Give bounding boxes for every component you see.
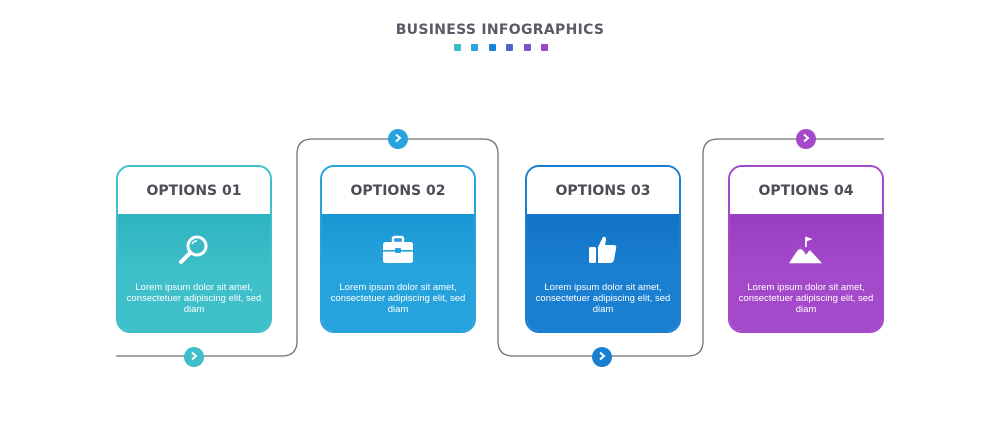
option-title: OPTIONS 03 [527,167,679,214]
color-dot [540,44,548,51]
thumbs-up-icon [585,232,621,268]
option-description: Lorem ipsum dolor sit amet, consectetuer… [535,282,671,315]
chevron-right-icon [801,130,811,148]
option-body: Lorem ipsum dolor sit amet, consectetuer… [730,214,882,331]
option-card-04: OPTIONS 04 Lorem ipsum dolor sit amet, c… [728,165,884,333]
briefcase-icon [380,232,416,268]
arrow-marker [796,129,816,149]
option-body: Lorem ipsum dolor sit amet, consectetuer… [527,214,679,331]
option-card-02: OPTIONS 02 Lorem ipsum dolor sit amet, c… [320,165,476,333]
chevron-right-icon [189,348,199,366]
chevron-right-icon [393,130,403,148]
page-title: BUSINESS INFOGRAPHICS [395,22,605,38]
option-title: OPTIONS 01 [118,167,270,214]
timeline-line [116,138,884,357]
arrow-marker [184,347,204,367]
color-dot [488,44,496,51]
arrow-marker [592,347,612,367]
option-title: OPTIONS 02 [322,167,474,214]
magnifier-icon [176,232,212,268]
color-dot [523,44,531,51]
option-card-03: OPTIONS 03 Lorem ipsum dolor sit amet, c… [525,165,681,333]
option-card-01: OPTIONS 01 Lorem ipsum dolor sit amet, c… [116,165,272,333]
arrow-marker [388,129,408,149]
option-description: Lorem ipsum dolor sit amet, consectetuer… [126,282,262,315]
option-body: Lorem ipsum dolor sit amet, consectetuer… [118,214,270,331]
option-body: Lorem ipsum dolor sit amet, consectetuer… [322,214,474,331]
color-dot [506,44,514,51]
option-description: Lorem ipsum dolor sit amet, consectetuer… [330,282,466,315]
color-dots [454,44,548,52]
chevron-right-icon [597,348,607,366]
color-dot [454,44,461,51]
color-dot [471,44,479,51]
option-description: Lorem ipsum dolor sit amet, consectetuer… [738,282,874,315]
option-title: OPTIONS 04 [730,167,882,214]
mountain-flag-icon [788,232,824,268]
